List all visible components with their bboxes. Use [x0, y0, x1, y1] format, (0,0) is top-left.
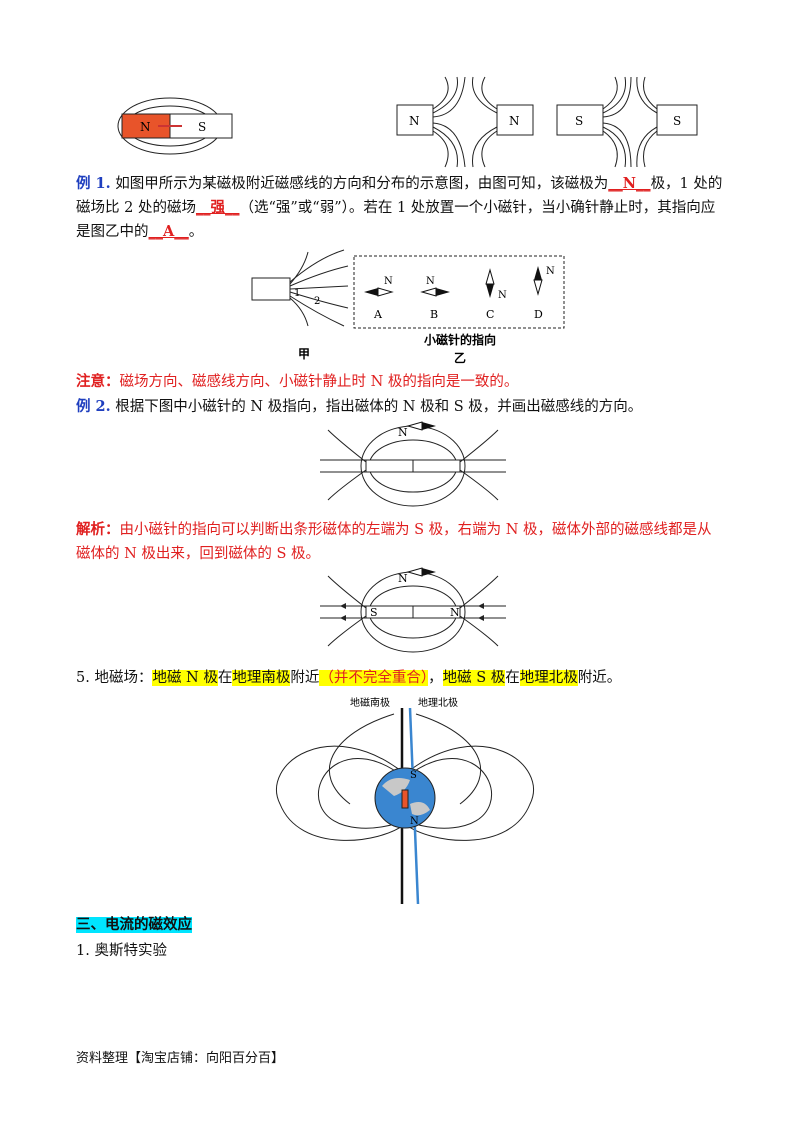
example1-answer3: __A__: [148, 223, 189, 240]
option-a-label: A: [373, 308, 383, 321]
item5-conn1: 在: [217, 670, 233, 686]
ex2-needle-n-label: N: [398, 426, 408, 439]
bar-magnet-field-figure: N S: [117, 97, 233, 155]
ex2-answer-needle-n-label: N: [398, 572, 408, 585]
geo-north-label: 地理北极: [418, 696, 458, 709]
figure-caption: 小磁针的指向: [424, 332, 496, 347]
option-c-n-label: N: [498, 290, 507, 301]
mag-south-label: 地磁南极: [350, 696, 390, 709]
option-a-n-label: N: [384, 276, 393, 287]
example2-label: 例 2.: [76, 398, 111, 415]
earth-s-label: S: [410, 770, 417, 781]
note-text: 磁场方向、磁感线方向、小磁针静止时 N 极的指向是一致的。: [119, 374, 519, 390]
like-poles-nn-figure: N N: [396, 76, 534, 168]
figure-jia-label: 甲: [298, 347, 310, 361]
note-paragraph: 注意：磁场方向、磁感线方向、小磁针静止时 N 极的指向是一致的。: [76, 370, 726, 394]
item5-paragraph: 5. 地磁场：地磁 N 极在地理南极附近（并不完全重合），地磁 S 极在地理北极…: [76, 666, 726, 690]
example2-figure: N: [320, 421, 506, 507]
example1-text2: 极，1 处的磁场比 2 处的磁场: [76, 176, 723, 216]
item5-geo-south: 地理南极: [232, 670, 291, 686]
item5-geo-north: 地理北极: [519, 670, 578, 686]
figure-yi-label: 乙: [454, 351, 466, 365]
example1-paragraph: 例 1. 如图甲所示为某磁极附近磁感线的方向和分布的示意图，由图可知，该磁极为_…: [76, 172, 726, 244]
analysis-paragraph: 解析：由小磁针的指向可以判断出条形磁体的左端为 S 极，右端为 N 极，磁体外部…: [76, 518, 726, 566]
point-1-label: 1: [294, 288, 300, 299]
nn-left-label: N: [409, 114, 420, 128]
example1-answer1: __N__: [608, 175, 651, 192]
item5-mag-n: 地磁 N 极: [152, 670, 218, 686]
item5-conn3: ，: [428, 670, 443, 686]
example2-text: 根据下图中小磁针的 N 极指向，指出磁体的 N 极和 S 极，并画出磁感线的方向…: [115, 399, 643, 415]
analysis-label: 解析：: [76, 521, 120, 538]
option-b-label: B: [430, 308, 438, 321]
option-c-label: C: [486, 308, 494, 321]
page-footer: 资料整理【淘宝店铺：向阳百分百】: [76, 1051, 285, 1066]
magnet-s-label: S: [198, 120, 206, 134]
example1-text4: 。: [188, 224, 204, 240]
item5-prefix: 5. 地磁场：: [76, 670, 153, 686]
example2-answer-figure: S N N: [320, 567, 506, 653]
ex2-answer-s-label: S: [370, 606, 378, 619]
item5-conn4: 在: [505, 670, 520, 686]
example1-figure: 1 2 甲 N N N N A B C D 小磁针的指向 乙: [251, 249, 565, 365]
earth-magnetic-field-figure: 地磁南极 地理北极 S N: [276, 696, 534, 905]
option-b-n-label: N: [426, 276, 435, 287]
ex2-answer-n-label: N: [450, 606, 460, 619]
point-2-label: 2: [314, 296, 320, 307]
item1-text: 1. 奥斯特实验: [76, 943, 167, 959]
analysis-text: 由小磁针的指向可以判断出条形磁体的左端为 S 极，右端为 N 极，磁体外部的磁感…: [76, 522, 712, 562]
example1-text3: （选“强”或“弱”）。若在 1 处放置一个小磁针，当小确针静止时，其指向应是图乙…: [76, 200, 716, 240]
item5-note: （并不完全重合）: [319, 670, 429, 686]
item5-mag-s: 地磁 S 极: [442, 670, 506, 686]
earth-n-label: N: [410, 816, 419, 827]
example2-paragraph: 例 2. 根据下图中小磁针的 N 极指向，指出磁体的 N 极和 S 极，并画出磁…: [76, 395, 726, 419]
nn-right-label: N: [509, 114, 520, 128]
example1-answer2: __强__: [195, 199, 240, 216]
ss-right-label: S: [673, 114, 681, 128]
magnet-n-label: N: [140, 120, 151, 134]
ss-left-label: S: [575, 114, 583, 128]
item5-conn5: 附近。: [577, 670, 622, 686]
example1-label: 例 1.: [76, 175, 111, 192]
option-d-n-label: N: [546, 266, 555, 277]
note-label: 注意：: [76, 373, 120, 390]
option-d-label: D: [534, 308, 543, 321]
section3-title: 三、电流的磁效应: [76, 917, 192, 933]
section3-heading: 三、电流的磁效应: [76, 913, 726, 937]
example1-text1: 如图甲所示为某磁极附近磁感线的方向和分布的示意图，由图可知，该磁极为: [115, 176, 609, 192]
item5-conn2: 附近: [290, 670, 320, 686]
like-poles-ss-figure: S S: [556, 76, 698, 168]
item1-paragraph: 1. 奥斯特实验: [76, 939, 726, 963]
